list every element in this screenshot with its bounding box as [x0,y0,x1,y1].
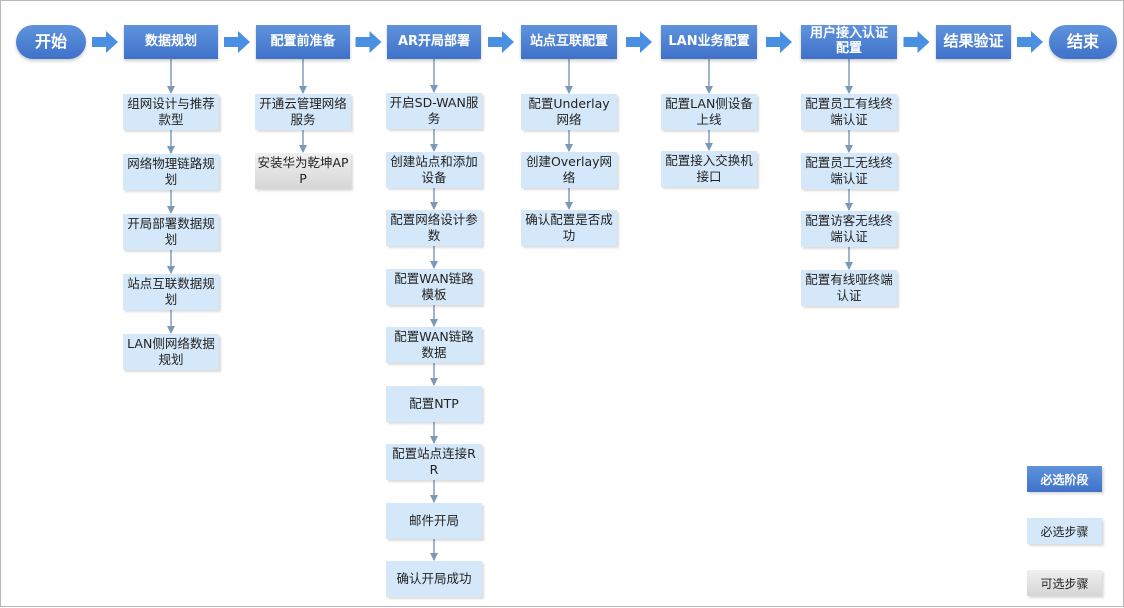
step-planning-1: 组网设计与推荐款型 [123,94,219,130]
flow-arrow-2 [224,31,250,53]
flow-arrow-4 [488,31,514,53]
step-prep-1: 开通云管理网络服务 [255,94,351,130]
step-auth-3: 配置访客无线终端认证 [801,211,897,247]
step-planning-2: 网络物理链路规划 [123,154,219,190]
legend-required-step: 必选步骤 [1027,518,1102,544]
step-ar-deploy-5: 配置WAN链路数据 [386,327,482,363]
step-interconnect-2: 创建Overlay网络 [521,152,617,188]
step-prep-2: 安装华为乾坤APP [255,153,351,189]
legend-required-stage: 必选阶段 [1027,466,1102,492]
flow-arrow-3 [355,31,382,53]
stage-result-verify: 结果验证 [936,25,1011,59]
step-auth-2: 配置员工无线终端认证 [801,153,897,189]
step-ar-deploy-8: 邮件开局 [386,503,482,539]
legend-optional-step: 可选步骤 [1027,570,1102,596]
step-interconnect-1: 配置Underlay网络 [521,94,617,130]
flow-arrow-7 [903,31,930,53]
step-auth-1: 配置员工有线终端认证 [801,94,897,130]
step-ar-deploy-9: 确认开局成功 [386,561,482,597]
flow-arrow-5 [626,31,652,53]
step-auth-4: 配置有线哑终端认证 [801,270,897,306]
stage-end: 结束 [1049,25,1117,59]
flow-arrow-8 [1017,31,1043,53]
stage-user-auth: 用户接入认证配置 [801,25,897,59]
step-ar-deploy-1: 开启SD-WAN服务 [386,93,482,129]
step-lan-1: 配置LAN侧设备上线 [661,94,757,130]
stage-config-prep: 配置前准备 [256,25,350,59]
step-ar-deploy-3: 配置网络设计参数 [386,210,482,246]
step-ar-deploy-6: 配置NTP [386,386,482,422]
stage-data-planning: 数据规划 [124,25,218,59]
flow-arrow-1 [92,31,118,53]
step-interconnect-3: 确认配置是否成功 [521,210,617,246]
step-planning-3: 开局部署数据规划 [123,214,219,250]
step-planning-4: 站点互联数据规划 [123,274,219,310]
flow-arrow-6 [766,31,792,53]
stage-ar-deployment: AR开局部署 [387,25,481,59]
step-ar-deploy-4: 配置WAN链路模板 [386,269,482,305]
stage-lan-service: LAN业务配置 [661,25,757,59]
stage-start: 开始 [16,25,86,59]
step-lan-2: 配置接入交换机接口 [661,151,757,187]
step-ar-deploy-2: 创建站点和添加设备 [386,152,482,188]
step-planning-5: LAN侧网络数据规划 [123,334,219,370]
stage-site-interconnect: 站点互联配置 [521,25,617,59]
step-ar-deploy-7: 配置站点连接RR [386,444,482,480]
